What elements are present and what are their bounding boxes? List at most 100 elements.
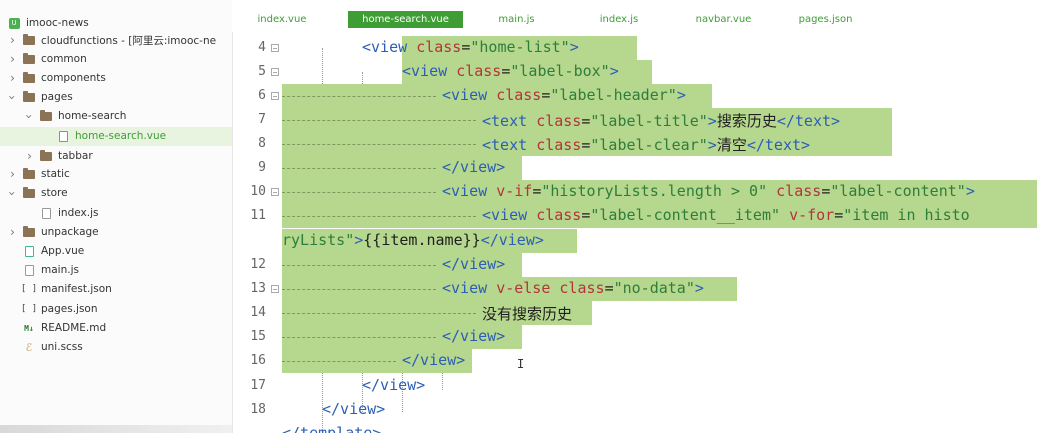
line-number: 13 [250, 281, 266, 296]
tree-item-store[interactable]: ›store [0, 184, 232, 203]
code-token: </view> [442, 327, 506, 345]
chevron-spacer [25, 209, 34, 218]
tree-item-static[interactable]: › static [0, 165, 232, 184]
tab-index-js[interactable]: index.js [599, 14, 639, 25]
code-token: class [536, 136, 582, 154]
code-token: = [532, 182, 542, 200]
chevron-spacer [8, 247, 17, 256]
code-line: </view> [402, 351, 465, 369]
tree-item-app-vue[interactable]: App.vue [0, 242, 232, 261]
code-line: <view v-else class="no-data"> [442, 279, 704, 297]
code-token: = [541, 86, 551, 104]
code-token: > [965, 182, 975, 200]
whitespace-marker [282, 337, 436, 339]
code-token: "label-clear" [590, 136, 708, 154]
whitespace-marker [282, 120, 476, 122]
code-token: 搜索历史 [716, 112, 777, 130]
tree-item-label: imooc-news [26, 17, 89, 29]
selection-highlight [402, 60, 652, 84]
tab-navbar-vue[interactable]: navbar.vue [695, 14, 752, 25]
code-token: <view [362, 38, 417, 56]
code-token: class [496, 86, 542, 104]
line-number: 12 [250, 257, 266, 272]
code-line: ryLists">{{item.name}}</view> [282, 231, 544, 249]
line-number: 14 [250, 305, 266, 320]
tab-pages-json[interactable]: pages.json [798, 14, 853, 25]
tree-item-main-js[interactable]: main.js [0, 261, 232, 280]
code-token: ryLists" [282, 231, 355, 249]
tree-item-label: manifest.json [41, 283, 112, 295]
folder-icon [23, 225, 35, 238]
tree-item-pages-json[interactable]: [ ]pages.json [0, 300, 232, 319]
tree-item-pages[interactable]: › pages [0, 88, 232, 107]
project-icon: U [8, 17, 20, 29]
code-token: <view [402, 62, 457, 80]
tree-item-readme-md[interactable]: M↓README.md [0, 319, 232, 338]
tree-item-label: index.js [58, 207, 99, 219]
code-token: <view [442, 86, 497, 104]
code-token: v-else [496, 279, 560, 297]
tree-item-cloudfunctions[interactable]: ›cloudfunctions - [阿里云:imooc-ne [0, 31, 232, 50]
code-token: 清空 [716, 136, 747, 154]
code-token: = [834, 206, 844, 224]
chevron-right-icon[interactable]: › [10, 71, 15, 85]
tab-main-js[interactable]: main.js [498, 14, 535, 25]
code-token: </view> [402, 351, 466, 369]
chevron-spacer [42, 132, 51, 141]
chevron-right-icon[interactable]: › [10, 167, 15, 181]
folder-icon [40, 149, 52, 162]
json-file-icon: [ ] [20, 304, 38, 314]
code-line: <view class="label-box"> [402, 62, 619, 80]
folder-icon [23, 167, 35, 180]
code-token: "home-list" [470, 38, 570, 56]
chevron-right-icon[interactable]: › [10, 33, 15, 47]
tab-index-vue[interactable]: index.vue [257, 14, 307, 25]
chevron-down-icon[interactable]: › [5, 94, 20, 100]
tree-item-label: uni.scss [41, 341, 83, 353]
whitespace-marker [282, 313, 476, 315]
tree-item-components[interactable]: ›components [0, 69, 232, 88]
tree-item-manifest-json[interactable]: [ ]manifest.json [0, 280, 232, 299]
tree-item-tabbar[interactable]: ›tabbar [0, 147, 232, 166]
code-line: </view> [322, 400, 385, 418]
fold-toggle-icon[interactable] [271, 68, 279, 76]
code-token: > [707, 136, 717, 154]
code-line: </view> [362, 376, 425, 394]
chevron-right-icon[interactable]: › [10, 225, 15, 239]
tree-item-label: README.md [41, 322, 107, 334]
code-editor[interactable]: I 4<view class="home-list">5<view class=… [232, 32, 1037, 433]
code-line: <view class="label-header"> [442, 86, 686, 104]
chevron-right-icon[interactable]: › [27, 149, 32, 163]
chevron-right-icon[interactable]: › [10, 52, 15, 66]
tree-item-label: pages [41, 91, 73, 103]
code-line: </view> [442, 158, 505, 176]
chevron-down-icon[interactable]: › [22, 113, 37, 119]
code-token: <text [482, 112, 537, 130]
fold-toggle-icon[interactable] [271, 92, 279, 100]
tree-item-label: static [41, 168, 70, 180]
fold-toggle-icon[interactable] [271, 44, 279, 52]
code-token: = [461, 38, 471, 56]
code-token: "label-title" [590, 112, 708, 130]
fold-toggle-icon[interactable] [271, 285, 279, 293]
fold-toggle-icon[interactable] [271, 188, 279, 196]
code-token: <text [482, 136, 537, 154]
tree-item-unpackage[interactable]: ›unpackage [0, 223, 232, 242]
tree-item-common[interactable]: ›common [0, 50, 232, 69]
folder-icon [23, 33, 35, 46]
tree-item-home-search[interactable]: › home-search [0, 107, 232, 126]
tree-item-index-js[interactable]: index.js [0, 204, 232, 223]
code-token: 没有搜索历史 [482, 305, 573, 323]
tab-home-search-vue[interactable]: home-search.vue [348, 11, 463, 28]
tree-item-label: home-search [58, 110, 127, 122]
code-token: <view [482, 206, 537, 224]
tree-item-label: pages.json [41, 303, 98, 315]
tree-item-home-search-vue[interactable]: home-search.vue [0, 126, 232, 146]
code-line: <text class="label-clear">清空</text> [482, 134, 810, 155]
code-line: 没有搜索历史 [482, 303, 572, 324]
sidebar-bottom-band [0, 425, 232, 433]
chevron-down-icon[interactable]: › [5, 190, 20, 196]
code-token: </text> [776, 112, 841, 130]
